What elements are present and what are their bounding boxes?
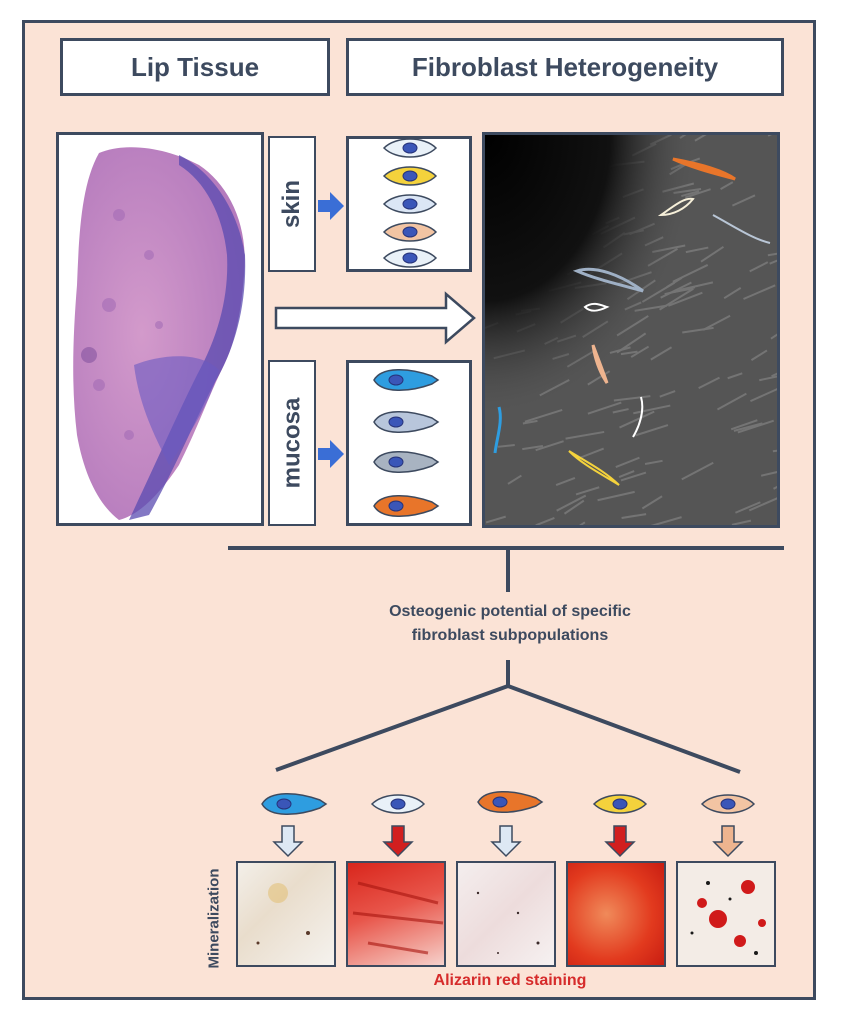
down-arrow-4-icon bbox=[604, 825, 636, 858]
skin-cell-4 bbox=[383, 222, 437, 242]
down-arrow-5-icon bbox=[712, 825, 744, 858]
mucosa-cell-4 bbox=[373, 494, 439, 518]
histology-image bbox=[73, 147, 246, 520]
mineralization-label: Mineralization bbox=[205, 867, 223, 969]
stain-image-2 bbox=[346, 861, 446, 967]
header-fibroblast-heterogeneity: Fibroblast Heterogeneity bbox=[346, 38, 784, 96]
tissue-to-culture-arrow-icon bbox=[274, 291, 476, 345]
skin-arrow-icon bbox=[318, 192, 344, 220]
caption-line-2: fibroblast subpopulations bbox=[411, 627, 609, 644]
caption-line-1: Osteogenic potential of specific bbox=[389, 603, 631, 620]
bottom-cell-5 bbox=[701, 794, 755, 814]
skin-cell-5 bbox=[383, 248, 437, 268]
mucosa-cell-1 bbox=[373, 368, 439, 392]
microscopy-image-panel bbox=[482, 132, 780, 528]
down-arrow-1-icon bbox=[272, 825, 304, 858]
mucosa-arrow-icon bbox=[318, 440, 344, 468]
bottom-cell-2 bbox=[371, 794, 425, 814]
stain-image-3 bbox=[456, 861, 556, 967]
header-lip-tissue: Lip Tissue bbox=[60, 38, 330, 96]
stain-image-5 bbox=[676, 861, 776, 967]
stain-image-4 bbox=[566, 861, 666, 967]
skin-cell-3 bbox=[383, 194, 437, 214]
bottom-cell-3 bbox=[477, 790, 543, 814]
mucosa-label: mucosa bbox=[268, 360, 316, 526]
down-arrow-2-icon bbox=[382, 825, 414, 858]
down-arrow-3-icon bbox=[490, 825, 522, 858]
mucosa-cell-3 bbox=[373, 450, 439, 474]
mucosa-cell-2 bbox=[373, 410, 439, 434]
stain-image-1 bbox=[236, 861, 336, 967]
phase-contrast-image bbox=[485, 135, 777, 525]
alizarin-caption: Alizarin red staining bbox=[433, 972, 587, 989]
skin-cell-1 bbox=[383, 138, 437, 158]
osteogenic-caption: Osteogenic potential of specific fibrobl… bbox=[330, 600, 690, 648]
bottom-cell-4 bbox=[593, 794, 647, 814]
skin-label: skin bbox=[268, 136, 316, 272]
lip-tissue-histology-panel bbox=[56, 132, 264, 526]
skin-cell-2 bbox=[383, 166, 437, 186]
bottom-cell-1 bbox=[261, 792, 327, 816]
